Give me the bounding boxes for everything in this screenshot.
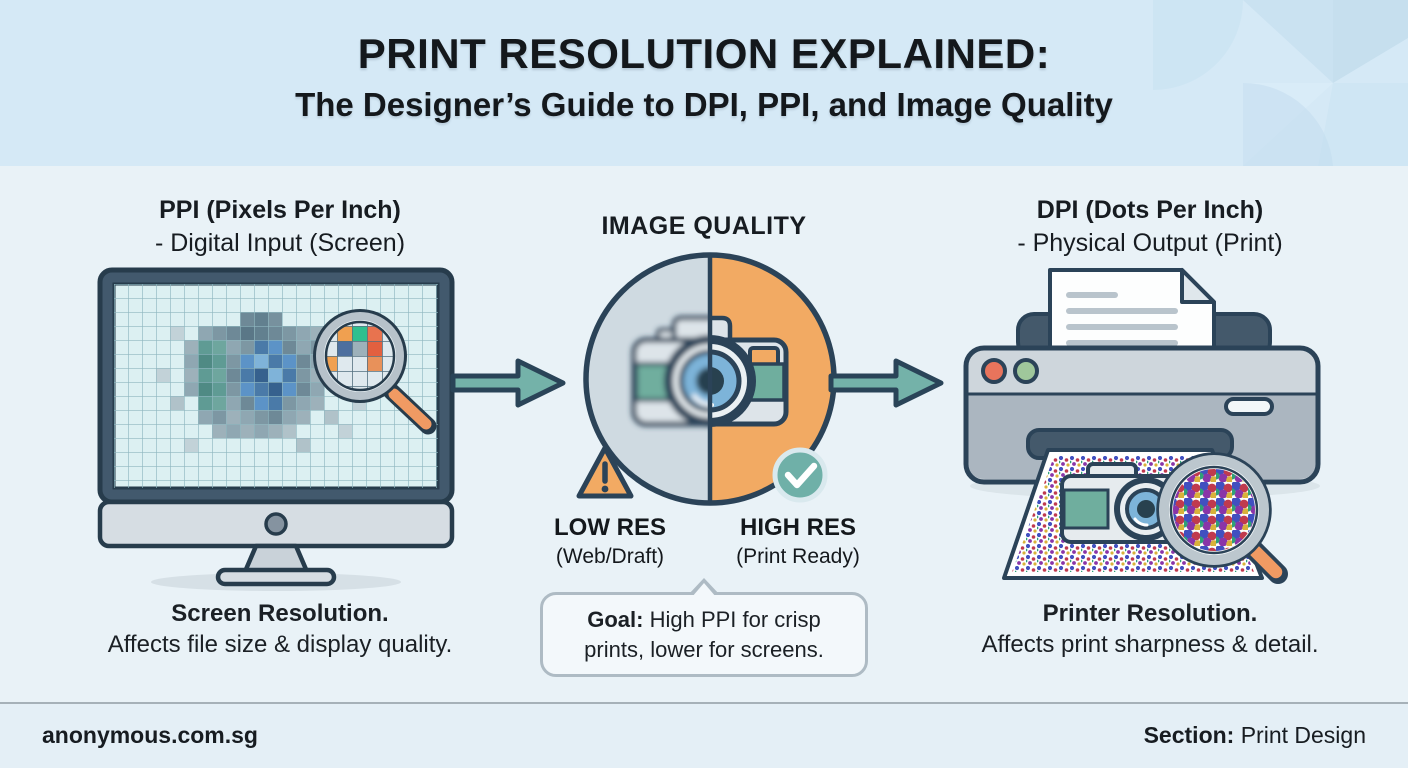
dpi-heading-sub: - Physical Output (Print) [1017,228,1283,257]
quality-circle [576,252,837,506]
goal-text: High PPI for crisp prints, lower for scr… [584,607,824,662]
ppi-caption-title: Screen Resolution. [171,600,389,627]
dpi-caption-title: Printer Resolution. [1042,600,1258,627]
section-info: Section: Print Design [1144,704,1366,766]
dpi-heading: DPI (Dots Per Inch) - Physical Output (P… [930,194,1370,259]
printer-icon [963,268,1321,584]
ppi-caption: Screen Resolution. Affects file size & d… [55,598,505,660]
page-title: PRINT RESOLUTION EXPLAINED: [357,30,1051,77]
arrow-right-icon [450,358,566,408]
high-res-title: HIGH RES [739,514,856,541]
paper-sheet [1048,268,1216,358]
ppi-caption-body: Affects file size & display quality. [107,631,453,659]
magnifier-icon [1156,452,1288,584]
dpi-caption-body: Affects print sharpness & detail. [981,631,1319,659]
low-res-title: LOW RES [554,514,666,541]
monitor-icon [97,267,455,591]
footer-band: anonymous.com.sg Section: Print Design [0,702,1408,768]
goal-callout: Goal: High PPI for crisp prints, lower f… [540,578,868,678]
high-res-label: HIGH RES (Print Ready) [718,514,878,569]
low-res-sub: (Web/Draft) [555,545,665,568]
callout-tail-inner [692,583,716,597]
ppi-heading: PPI (Pixels Per Inch) - Digital Input (S… [60,194,500,259]
site-name: anonymous.com.sg [42,722,258,748]
high-res-sub: (Print Ready) [736,545,860,568]
header-band: PRINT RESOLUTION EXPLAINED: The Designer… [0,0,1408,166]
arrow-right-icon [828,358,944,408]
dpi-heading-title: DPI (Dots Per Inch) [1036,196,1264,224]
page-subtitle: The Designer’s Guide to DPI, PPI, and Im… [295,86,1113,123]
ppi-heading-sub: - Digital Input (Screen) [154,228,406,257]
goal-label: Goal: [587,607,644,632]
corner-decoration [1153,0,1408,166]
warning-icon [576,445,634,499]
magnifier-icon [313,309,437,435]
check-icon [772,447,828,503]
quality-heading: IMAGE QUALITY [601,212,807,240]
dpi-caption: Printer Resolution. Affects print sharpn… [925,598,1375,660]
section-label: Section: [1143,722,1235,748]
low-res-label: LOW RES (Web/Draft) [530,514,690,569]
ppi-heading-title: PPI (Pixels Per Inch) [159,196,401,224]
section-value: Print Design [1234,722,1366,748]
camera-icon [1060,462,1190,544]
